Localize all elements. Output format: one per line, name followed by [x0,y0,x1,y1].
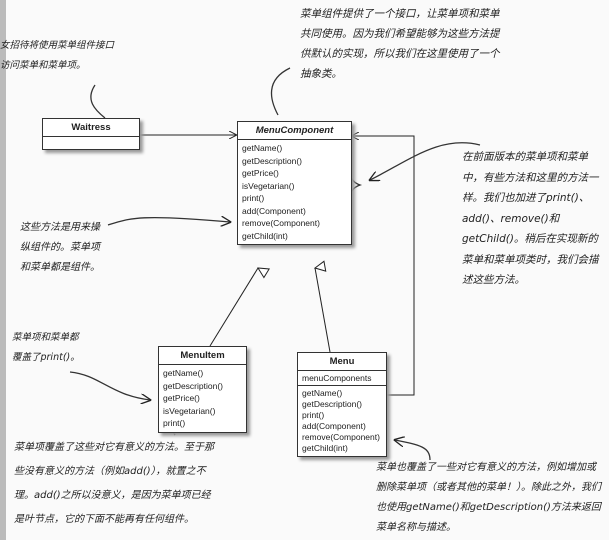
method-list: getName() getDescription() getPrice() is… [159,365,246,432]
inherit-menuitem [209,268,258,347]
arrow-menu [395,440,431,461]
note-menu: 菜单也覆盖了一些对它有意义的方法，例如增加或删除菜单项（或者其他的菜单！）。除此… [376,462,601,533]
method: remove(Component) [242,218,320,228]
method: add(Component) [302,421,366,431]
method-list: getName() getDescription() getPrice() is… [238,140,351,244]
method-list: getName() getDescription() print() add(C… [298,386,386,456]
method: getDescription() [242,155,302,166]
method: add(Component) [242,205,306,216]
note-waitress: 女招待将使用菜单组件接口访问菜单和菜单项。 [0,40,115,71]
method: remove(Component) [302,432,380,442]
field: menuComponents [298,371,386,386]
class-menucomponent: MenuComponent getName() getDescription()… [237,121,352,245]
method: getChild(int) [302,443,348,453]
class-menu: Menu menuComponents getName() getDescrip… [297,352,387,457]
page-edge [0,0,6,540]
method: getName() [163,368,204,378]
method: print() [242,193,265,203]
method: getName() [242,143,283,153]
class-menuitem: MenuItem getName() getDescription() getP… [158,346,247,433]
arrow-manipulate [107,218,230,225]
note-manipulate: 这些方法是用来操纵组件的。菜单项和菜单都是组件。 [20,222,100,273]
class-name: Menu [298,353,386,371]
class-waitress: Waitress [42,118,140,150]
method: getName() [302,388,343,398]
arrow-previous [370,142,481,180]
method: getPrice() [242,168,279,178]
arrow-waitress-note [90,84,106,119]
class-name: MenuComponent [238,122,351,140]
method: getDescription() [302,399,362,409]
note-menuitem: 菜单项覆盖了这些对它有意义的方法。至于那些没有意义的方法（例如add()），就置… [14,442,214,525]
method: getChild(int) [242,230,288,241]
class-name: MenuItem [159,347,246,365]
method: getPrice() [163,393,200,403]
method: print() [163,418,186,428]
method: getDescription() [163,380,223,391]
note-previous: 在前面版本的菜单项和菜单中，有些方法和这里的方法一样。我们也加进了print()… [462,151,599,286]
method: isVegetarian() [242,180,295,191]
class-name: Waitress [43,119,139,137]
arrow-print [69,371,150,400]
inherit-menu [315,268,331,353]
method: isVegetarian() [163,405,216,416]
composition-line [352,136,415,396]
method: print() [302,410,325,420]
note-component: 菜单组件提供了一个接口，让菜单项和菜单共同使用。因为我们希望能够为这些方法提供默… [300,8,500,80]
arrow-component-note [270,67,291,116]
note-print: 菜单项和菜单都覆盖了print()。 [12,332,80,363]
